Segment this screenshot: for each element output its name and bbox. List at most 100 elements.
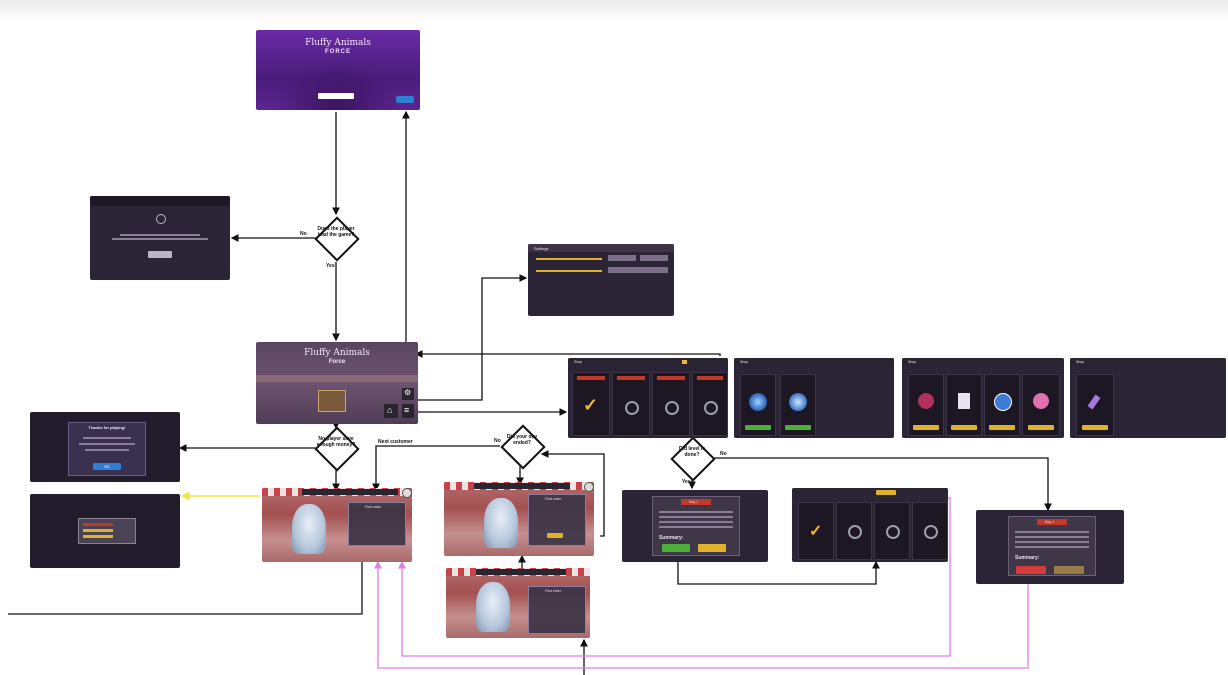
check-icon: ✓	[809, 523, 823, 540]
piggy-icon	[1033, 393, 1049, 409]
shop-screen-2[interactable]: Shop	[734, 358, 894, 438]
edge-lobby-to-settings	[418, 274, 528, 401]
day-summary-screen[interactable]: Day 1 Summary:	[622, 490, 768, 562]
stats-screen-node[interactable]	[30, 494, 180, 568]
shop-screen-3[interactable]: Shop	[902, 358, 1064, 438]
orb-icon	[789, 393, 807, 411]
shop-1-card-2[interactable]	[612, 372, 650, 436]
lock-icon	[848, 525, 862, 539]
continue-button[interactable]	[662, 544, 690, 552]
edge-order-to-decision3	[540, 450, 605, 537]
shop-2-card-2[interactable]	[780, 374, 816, 436]
title-name-input[interactable]	[318, 93, 354, 99]
load-error-icon	[156, 214, 166, 224]
edge-label-next-customer: Next customer	[378, 439, 413, 445]
check-icon: ✓	[583, 395, 599, 415]
title-screen-title: Fluffy Animals	[305, 38, 371, 48]
order-dialog: First order	[528, 494, 586, 546]
home-icon: ⌂	[387, 405, 393, 415]
lobby-screen-node[interactable]: Fluffy Animals Force ⌂ ≡ ⚙	[256, 342, 418, 424]
lock-icon	[886, 525, 900, 539]
shop-5-card-4[interactable]	[912, 502, 948, 560]
edge-decision4-no	[712, 457, 1052, 512]
gameplay-screen-3[interactable]: First order	[446, 568, 590, 638]
settings-option-c[interactable]	[608, 267, 668, 273]
day-summary-screen-2[interactable]: Day 1 Summary:	[976, 510, 1124, 584]
shop-screen-5[interactable]: ✓	[792, 488, 948, 562]
gear-icon[interactable]	[402, 488, 412, 498]
shop-3-card-2[interactable]	[946, 374, 982, 436]
canvas-top-shadow	[0, 0, 1228, 22]
secondary-button[interactable]	[1054, 566, 1084, 574]
decision-stats-max-text: No player save enough money?	[316, 436, 356, 448]
customer-character	[476, 582, 510, 632]
edge-label-no-2: No	[494, 438, 501, 444]
load-error-ok-button[interactable]	[148, 251, 172, 258]
shop-2-title: Shop	[740, 360, 749, 364]
decision-first-time: Does the player load the game?	[314, 216, 360, 262]
shop-1-title: Shop	[574, 360, 583, 364]
thanks-screen-node[interactable]: Thanks for playing! OK	[30, 412, 180, 482]
document-icon	[958, 393, 970, 409]
shop-1-card-4[interactable]	[692, 372, 728, 436]
shop-4-card-1[interactable]	[1076, 374, 1114, 436]
title-silhouettes	[276, 60, 400, 110]
restart-button[interactable]	[1016, 566, 1046, 574]
edge-next-customer	[372, 445, 500, 492]
decision-level-ended-text: Did level is done?	[678, 446, 706, 458]
shop-screen-1[interactable]: Shop ✓	[568, 358, 728, 438]
shop-5-card-2[interactable]	[836, 502, 872, 560]
edge-label-yes-2: Yes	[682, 479, 691, 485]
lobby-menu-button[interactable]: ≡	[402, 404, 414, 418]
gameplay-screen-1[interactable]: First order	[262, 488, 412, 562]
gameplay-screen-2[interactable]: First order	[444, 482, 594, 556]
thanks-ok-button[interactable]: OK	[93, 463, 121, 470]
settings-music-slider[interactable]	[536, 258, 602, 260]
potion-icon	[1087, 394, 1101, 410]
shop-5-card-3[interactable]	[874, 502, 910, 560]
shop-1-card-1[interactable]: ✓	[572, 372, 610, 436]
shop-button[interactable]	[698, 544, 726, 552]
lobby-subtitle: Force	[328, 359, 346, 365]
decision-level-ended: Did level is done?	[670, 436, 716, 482]
shop-3-card-1[interactable]	[908, 374, 944, 436]
edge-pink-summary2-return	[374, 560, 1029, 669]
settings-screen-node[interactable]: Settings	[528, 244, 674, 316]
lobby-home-button[interactable]: ⌂	[384, 404, 398, 418]
thanks-dialog: Thanks for playing! OK	[68, 422, 146, 476]
edge-summary-to-shop2	[677, 560, 880, 585]
shop-3-card-3[interactable]	[984, 374, 1020, 436]
settings-sfx-slider[interactable]	[536, 270, 602, 272]
title-screen-node[interactable]: Fluffy Animals FORCE	[256, 30, 420, 110]
shop-3-card-4[interactable]	[1022, 374, 1060, 436]
shop-4-title: Shop	[1076, 360, 1085, 364]
gear-icon: ⚙	[404, 388, 412, 397]
gear-icon[interactable]	[584, 482, 594, 492]
shop-3-title: Shop	[908, 360, 917, 364]
shop-1-card-3[interactable]	[652, 372, 690, 436]
edge-game-down-left	[8, 560, 363, 615]
shop-5-card-1[interactable]: ✓	[798, 502, 834, 560]
clock-icon	[994, 393, 1012, 411]
lobby-title: Fluffy Animals	[304, 348, 370, 358]
decision-day-ended: Did your day ended?	[500, 424, 546, 470]
settings-option-b[interactable]	[640, 255, 668, 261]
title-play-button[interactable]	[396, 96, 414, 103]
title-screen-subtitle: FORCE	[325, 49, 351, 55]
edge-label-no-1: No	[300, 231, 307, 237]
load-error-screen-node[interactable]	[90, 196, 230, 280]
lobby-settings-button[interactable]: ⚙	[402, 388, 414, 400]
shop-2-card-1[interactable]	[740, 374, 776, 436]
decision-stats-max: No player save enough money?	[314, 426, 360, 472]
customer-character	[484, 498, 518, 548]
stats-panel	[78, 518, 136, 544]
lock-icon	[924, 525, 938, 539]
shop-screen-4[interactable]: Shop	[1070, 358, 1226, 438]
decision-day-ended-text: Did your day ended?	[506, 434, 538, 446]
settings-option-a[interactable]	[608, 255, 636, 261]
customer-character	[292, 504, 326, 554]
lobby-start-board[interactable]	[318, 390, 346, 412]
lock-icon	[665, 401, 679, 415]
